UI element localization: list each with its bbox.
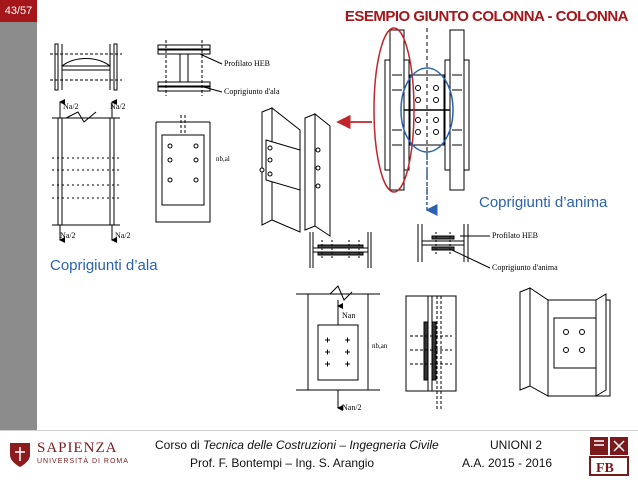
nan2-label: Nan/2 <box>342 403 362 412</box>
unit-name: UNIONI 2 <box>490 438 543 452</box>
flange-splice-3d <box>259 106 331 237</box>
coprigiunto-anima-label: Coprigiunto d'anima <box>492 263 558 272</box>
na2-right-top: Na/2 <box>110 102 126 111</box>
web-splice-3d <box>519 287 611 397</box>
heb-section-web-plates <box>417 224 491 269</box>
sidebar <box>0 0 37 430</box>
web-splice-elevation <box>296 285 380 411</box>
footer: SAPIENZA UNIVERSITÀ DI ROMA Corso di Tec… <box>0 430 638 480</box>
fb-logo: FB <box>588 435 632 477</box>
university-name: SAPIENZA <box>37 440 118 456</box>
nbal-label: nb,al <box>216 155 230 163</box>
profilato-heb-label-1: Profilato HEB <box>224 59 270 68</box>
profilato-heb-label-2: Profilato HEB <box>492 231 538 240</box>
course-line: Corso di Tecnica delle Costruzioni – Ing… <box>155 438 439 452</box>
coprigiunti-ala-label: Coprigiunti d’ala <box>50 257 158 274</box>
flange-splice-top-view <box>50 43 122 91</box>
diagram-canvas: Na/2 Na/2 Na/2 Na/2 Profilato HEB Coprig… <box>50 27 611 412</box>
nban-label: nb,an <box>372 342 388 350</box>
web-splice-side-view <box>405 295 457 410</box>
flange-plate-elevation <box>155 115 211 223</box>
heb-section-flange-plates <box>157 40 223 96</box>
course-prefix: Corso di <box>155 438 204 452</box>
na2-left-top: Na/2 <box>63 102 79 111</box>
svg-text:FB: FB <box>596 461 614 476</box>
university-seal-icon <box>10 443 30 467</box>
slide-number: 43/57 <box>0 0 37 22</box>
flange-highlight-ellipse <box>373 27 415 193</box>
course-name: Tecnica delle Costruzioni – Ingegneria C… <box>203 438 439 452</box>
slide-title: ESEMPIO GIUNTO COLONNA - COLONNA <box>344 8 629 25</box>
coprigiunti-anima-label: Coprigiunti d’anima <box>479 194 608 211</box>
column-splice-elevation <box>384 28 470 200</box>
professors: Prof. F. Bontempi – Ing. S. Arangio <box>190 456 375 470</box>
flange-splice-elevation <box>52 99 120 243</box>
na2-right-bottom: Na/2 <box>115 231 131 240</box>
coprigiunto-ala-label: Coprigiunto d'ala <box>224 87 280 96</box>
na2-left-bottom: Na/2 <box>60 231 76 240</box>
university-subtitle: UNIVERSITÀ DI ROMA <box>37 458 129 465</box>
nan-label: Nan <box>342 311 355 320</box>
web-splice-section <box>309 232 372 268</box>
academic-year: A.A. 2015 - 2016 <box>462 456 553 470</box>
